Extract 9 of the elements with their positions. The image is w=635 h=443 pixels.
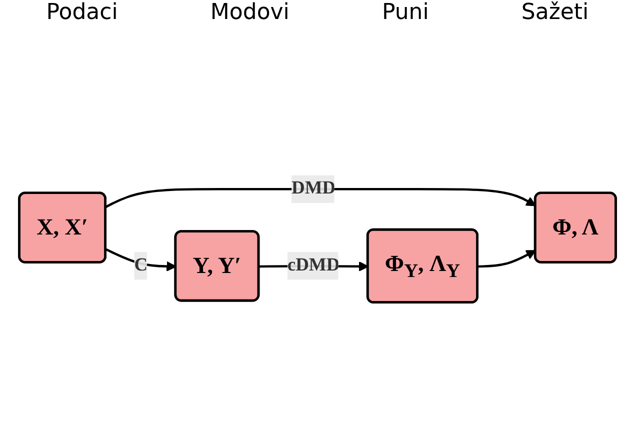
arrow [105, 188, 536, 208]
edge-label: C [134, 256, 148, 276]
axis-heading: Podaci [46, 0, 118, 27]
axis-heading: Sažeti [521, 0, 589, 27]
edge-label: DMD [291, 178, 336, 199]
edge-label: cDMD [287, 256, 340, 276]
arrow [478, 250, 536, 268]
axis-heading: Modovi [210, 0, 290, 27]
axis-heading: Puni [382, 0, 429, 27]
